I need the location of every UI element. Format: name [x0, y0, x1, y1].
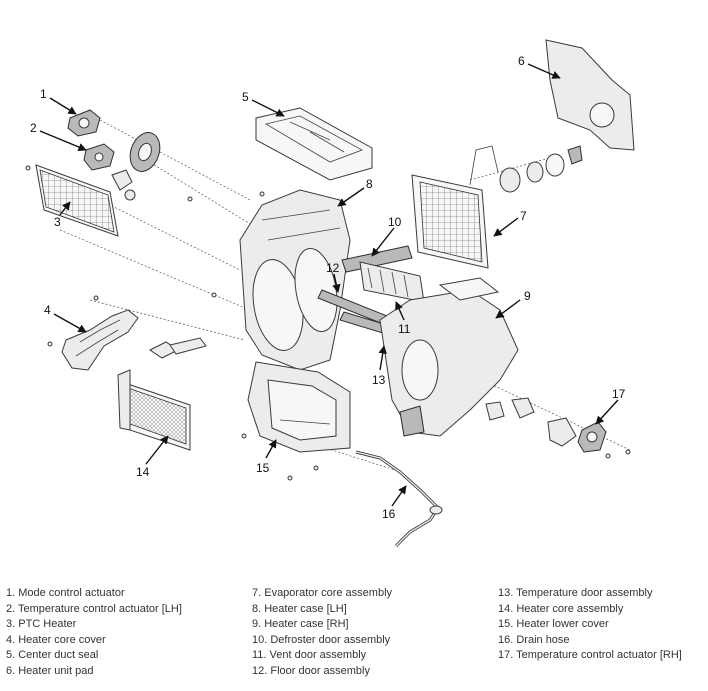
legend-item: 14. Heater core assembly [498, 602, 624, 615]
linkage-gear [111, 132, 161, 201]
callout-12: 12 [326, 261, 340, 275]
callout-10: 10 [388, 215, 402, 229]
parts-legend: 1. Mode control actuator 2. Temperature … [0, 586, 708, 686]
callout-1: 1 [40, 87, 47, 101]
legend-item: 4. Heater core cover [6, 633, 106, 646]
legend-column-1: 1. Mode control actuator 2. Temperature … [6, 586, 182, 680]
evaporator-core-assembly [411, 174, 489, 269]
legend-column-3: 13. Temperature door assembly 14. Heater… [498, 586, 682, 664]
heater-lower-cover [247, 361, 351, 453]
mode-control-actuator [67, 109, 101, 137]
callout-2: 2 [30, 121, 37, 135]
legend-item: 10. Defroster door assembly [252, 633, 391, 646]
callout-8: 8 [366, 177, 373, 191]
temperature-control-actuator-lh [83, 143, 115, 171]
legend-item: 1. Mode control actuator [6, 587, 125, 599]
legend-item: 13. Temperature door assembly [498, 587, 653, 599]
heater-core-assembly [117, 337, 207, 451]
callout-11: 11 [398, 322, 411, 336]
callout-16: 16 [382, 507, 396, 521]
expansion-valve-parts [469, 145, 583, 193]
callout-14: 14 [136, 465, 150, 479]
legend-item: 16. Drain hose [498, 633, 570, 646]
heater-case-rh [379, 277, 519, 437]
callout-labels: 1 2 3 4 5 6 7 8 9 10 11 12 13 14 15 16 1… [30, 54, 626, 521]
legend-item: 12. Floor door assembly [252, 664, 370, 677]
legend-item: 3. PTC Heater [6, 618, 77, 631]
callout-6: 6 [518, 54, 525, 68]
callout-15: 15 [256, 461, 270, 475]
legend-item: 7. Evaporator core assembly [252, 587, 393, 599]
callout-17: 17 [612, 387, 626, 401]
legend-item: 15. Heater lower cover [498, 618, 609, 631]
legend-item: 6. Heater unit pad [6, 664, 94, 677]
callout-13: 13 [372, 373, 386, 387]
callout-5: 5 [242, 90, 249, 104]
legend-item: 2. Temperature control actuator [LH] [6, 602, 182, 615]
legend-column-2: 7. Evaporator core assembly 8. Heater ca… [252, 586, 392, 680]
fasteners [25, 165, 631, 481]
temperature-control-actuator-rh [485, 397, 607, 453]
legend-item: 8. Heater case [LH] [252, 602, 347, 615]
legend-item: 17. Temperature control actuator [RH] [498, 649, 682, 662]
heater-unit-pad [545, 39, 635, 151]
legend-item: 9. Heater case [RH] [252, 618, 349, 631]
heater-core-cover [61, 309, 139, 371]
heater-case-lh [239, 189, 351, 371]
drain-hose [355, 450, 443, 548]
exploded-diagram: 1 2 3 4 5 6 7 8 9 10 11 12 13 14 15 16 1… [25, 39, 635, 548]
callout-9: 9 [524, 289, 531, 303]
callout-4: 4 [44, 303, 51, 317]
door-assemblies [317, 245, 425, 341]
callout-7: 7 [520, 209, 527, 223]
legend-item: 11. Vent door assembly [252, 649, 367, 662]
center-duct-seal [255, 107, 373, 181]
legend-item: 5. Center duct seal [6, 649, 99, 662]
ptc-heater [35, 164, 119, 237]
callout-3: 3 [54, 215, 61, 229]
leader-lines [39, 63, 619, 507]
